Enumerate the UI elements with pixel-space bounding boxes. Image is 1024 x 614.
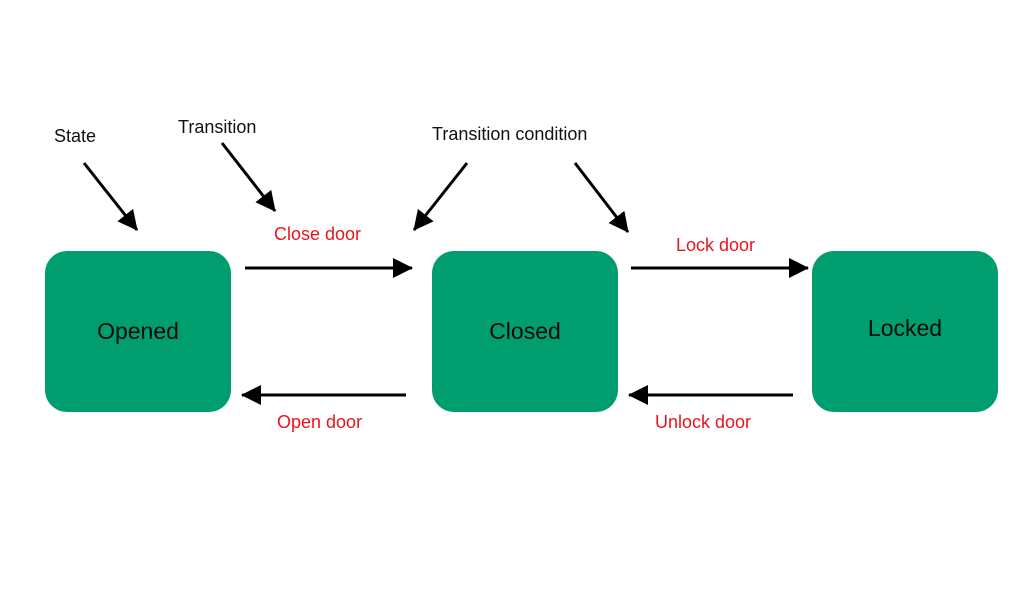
state-closed: Closed: [432, 251, 618, 412]
condition-lock-door: Lock door: [676, 235, 756, 255]
state-pointer-arrow: [82, 162, 139, 231]
state-opened-label: Opened: [97, 318, 179, 344]
annotation-transition-condition: Transition condition: [432, 124, 588, 144]
condition-open-door: Open door: [277, 412, 363, 432]
transition-pointer-arrow: [220, 142, 277, 212]
transition-condition-pointer-arrow-right: [573, 162, 630, 233]
condition-unlock-door: Unlock door: [655, 412, 752, 432]
state-closed-label: Closed: [489, 318, 561, 344]
annotation-transition: Transition: [178, 117, 257, 137]
state-opened: Opened: [45, 251, 231, 412]
state-locked: Locked: [812, 251, 998, 412]
annotation-state: State: [54, 126, 97, 146]
state-locked-label: Locked: [867, 315, 943, 341]
condition-close-door: Close door: [274, 224, 362, 244]
transition-condition-pointer-arrow-left: [412, 162, 469, 231]
